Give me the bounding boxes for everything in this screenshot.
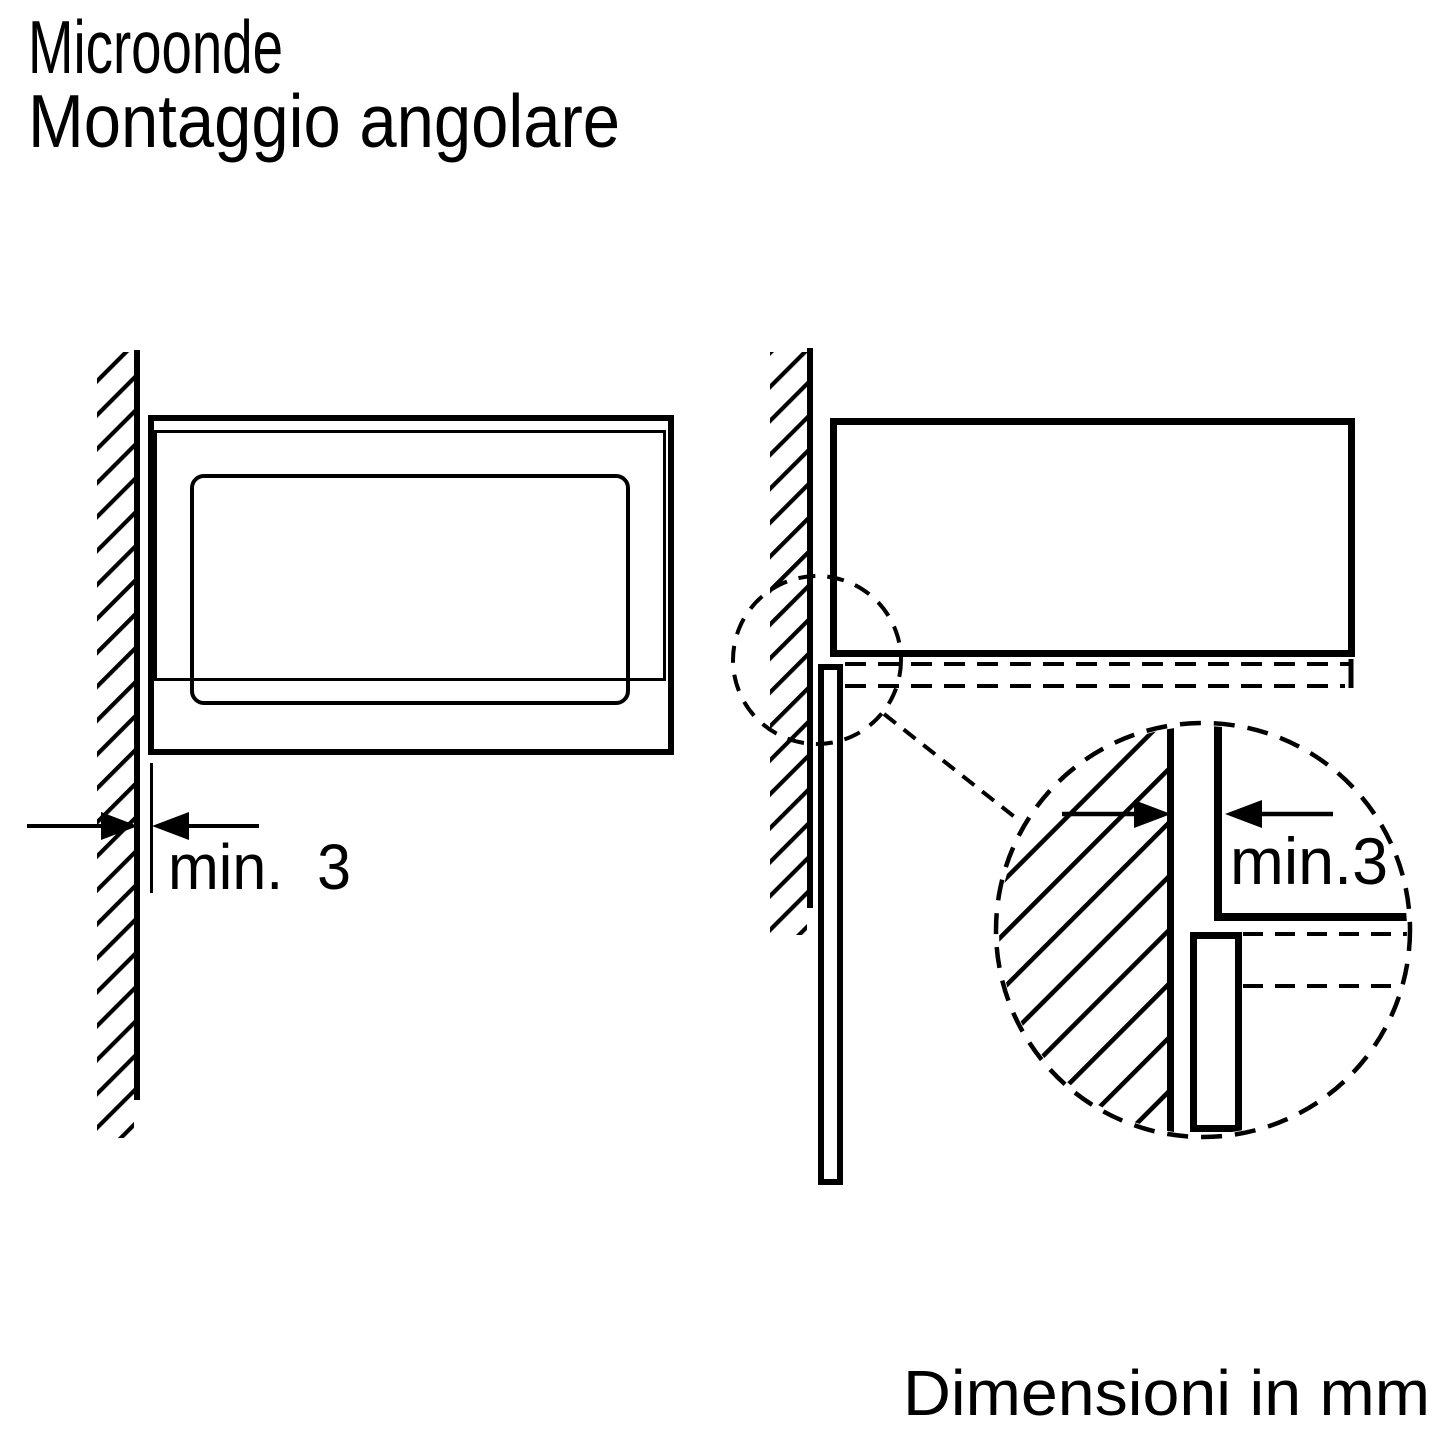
- microwave-door: [190, 474, 630, 705]
- front-dim-arrow-left-head: [101, 812, 138, 840]
- side-view: [731, 348, 1355, 1185]
- detail-dimension-label: min.3: [1230, 824, 1388, 898]
- microwave-outer-frame: [148, 415, 674, 755]
- units-note: Dimensioni in mm: [903, 1357, 1430, 1429]
- front-dimension-label: min. 3: [168, 831, 351, 903]
- front-wall-hatch: [97, 352, 134, 1138]
- detail-connector-line: [882, 712, 1023, 824]
- page-title-line1: Microonde: [28, 5, 283, 89]
- microwave-inner-frame: [154, 430, 666, 681]
- detail-source-circle: [731, 574, 903, 746]
- side-front-panel: [818, 664, 843, 1185]
- detail-arrow-left-head: [1134, 800, 1171, 828]
- front-dim-arrow-right-head: [152, 812, 189, 840]
- page-title-line2: Montaggio angolare: [28, 79, 620, 163]
- front-view: min. 3: [27, 350, 674, 1138]
- side-wall-hatch: [770, 352, 807, 935]
- detail-arrow-right-head: [1225, 800, 1262, 828]
- side-cabinet-outline: [830, 418, 1355, 657]
- detail-front-panel: [1190, 932, 1242, 1132]
